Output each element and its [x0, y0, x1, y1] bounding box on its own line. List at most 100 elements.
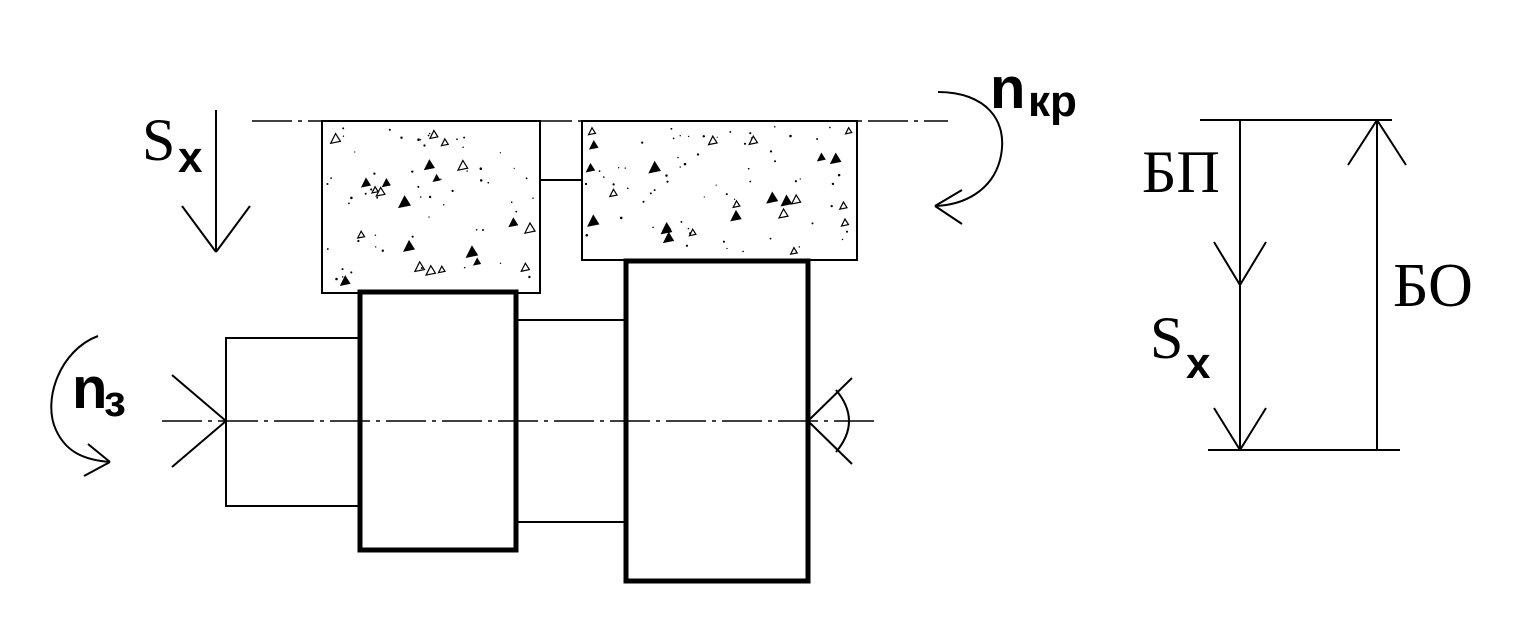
workpiece-ground-section-left [357, 289, 519, 553]
grinding-wheel-right [581, 120, 858, 261]
abrasive-grain-dot [725, 193, 728, 196]
abrasive-grain-dot [427, 134, 430, 137]
abrasive-grain-dot [830, 204, 833, 208]
abrasive-grain-dot [342, 135, 345, 137]
abrasive-grain-dot [451, 189, 454, 193]
abrasive-grain-dot [440, 178, 442, 180]
abrasive-grain-crystal [403, 239, 415, 252]
abrasive-grain-dot [829, 126, 831, 129]
abrasive-grain-dot [641, 141, 644, 144]
abrasive-grain-dot [726, 247, 728, 250]
abrasive-grain-crystal [707, 134, 719, 146]
abrasive-grain-crystal [777, 207, 789, 219]
abrasive-grain-crystal [730, 209, 742, 222]
abrasive-grain-dot [624, 167, 626, 169]
abrasive-grain-dot [428, 132, 431, 135]
abrasive-grain-crystal [432, 173, 441, 183]
abrasive-grain-dot [400, 136, 403, 139]
abrasive-grain-crystal [413, 260, 426, 273]
abrasive-grain-dot [420, 267, 423, 270]
abrasive-grain-dot [685, 244, 689, 247]
abrasive-grain-crystal [360, 177, 372, 188]
abrasive-grain-dot [479, 167, 483, 170]
abrasive-grain-crystal [748, 134, 759, 146]
abrasive-grain-dot [428, 195, 432, 199]
feed-label-right-subscript: x [1186, 339, 1211, 388]
abrasive-grain-dot [381, 249, 384, 252]
abrasive-grain-dot [513, 167, 515, 170]
abrasive-grain-dot [326, 182, 329, 186]
abrasive-grain-dot [341, 268, 344, 271]
abrasive-grain-dot [831, 182, 835, 186]
abrasive-grain-dot [733, 198, 736, 200]
abrasive-grain-dot [666, 180, 669, 183]
abrasive-grain-dot [612, 183, 615, 186]
abrasive-grain-dot [532, 197, 534, 199]
abrasive-grain-dot [456, 138, 458, 141]
abrasive-grain-crystal [588, 139, 599, 150]
abrasive-grain-dot [428, 216, 430, 218]
abrasive-grain-dot [794, 180, 797, 183]
workpiece-speed-label: n [72, 356, 107, 421]
abrasive-grain-dot [510, 201, 513, 203]
abrasive-grain-dot [749, 180, 752, 183]
abrasive-grain-crystal [381, 178, 391, 188]
abrasive-grain-dot [326, 248, 329, 250]
abrasive-grain-dot [687, 227, 690, 230]
abrasive-grain-dot [442, 204, 445, 206]
abrasive-grain-dot [354, 151, 356, 153]
abrasive-grain-crystal [789, 246, 799, 256]
abrasive-grain-dot [348, 202, 350, 205]
grinding-wheel-left [321, 120, 541, 294]
abrasive-grain-dot [525, 177, 528, 180]
abrasive-grain-dot [463, 266, 466, 269]
abrasive-grain-dot [743, 142, 747, 145]
abrasive-grain-dot [585, 234, 589, 237]
abrasive-grain-crystal [356, 229, 366, 239]
abrasive-grain-crystal [844, 126, 853, 135]
abrasive-grain-crystal [816, 152, 826, 162]
abrasive-grain-dot [475, 229, 478, 231]
feed-arrow-left [181, 110, 251, 253]
abrasive-grain-dot [742, 250, 744, 253]
fast-approach-label: БП [1142, 139, 1220, 205]
abrasive-grain-dot [799, 178, 801, 180]
wheel-speed-label-subscript: кр [1028, 77, 1077, 126]
abrasive-grain-dot [515, 210, 518, 213]
abrasive-grain-crystal [840, 217, 850, 227]
right-center-symbol [807, 377, 853, 465]
abrasive-grain-dot [653, 189, 656, 192]
abrasive-grain-crystal [648, 160, 661, 174]
abrasive-grain-dot [370, 188, 373, 191]
abrasive-grain-dot [683, 162, 687, 166]
abrasive-grain-crystal [608, 188, 618, 198]
abrasive-grain-crystal [732, 199, 741, 209]
abrasive-grain-crystal [520, 261, 531, 273]
abrasive-grain-dot [679, 135, 681, 137]
abrasive-grain-crystal [424, 264, 437, 276]
abrasive-grain-crystal [440, 137, 450, 147]
abrasive-grain-dot [479, 179, 483, 182]
abrasive-grain-dot [841, 238, 844, 241]
abrasive-grain-crystal [829, 152, 842, 165]
wheel-rotation-arrow [934, 91, 1004, 225]
abrasive-grain-dot [598, 170, 601, 172]
abrasive-grain-dot [649, 192, 652, 195]
abrasive-grain-dot [729, 130, 732, 133]
abrasive-grain-dot [716, 136, 718, 138]
abrasive-grain-dot [330, 177, 332, 179]
feed-label-left-subscript: x [178, 133, 203, 182]
abrasive-grain-crystal [587, 126, 597, 136]
abrasive-grain-dot [350, 196, 353, 200]
abrasive-grain-dot [837, 173, 841, 177]
abrasive-grain-dot [774, 126, 776, 128]
abrasive-grain-dot [411, 235, 414, 238]
abrasive-grain-crystal [585, 162, 596, 173]
abrasive-grain-crystal [465, 245, 479, 258]
abrasive-grain-dot [696, 153, 700, 156]
abrasive-grain-dot [335, 277, 338, 281]
abrasive-grain-dot [749, 132, 752, 135]
abrasive-grain-dot [672, 137, 675, 140]
abrasive-grain-crystal [329, 132, 342, 145]
